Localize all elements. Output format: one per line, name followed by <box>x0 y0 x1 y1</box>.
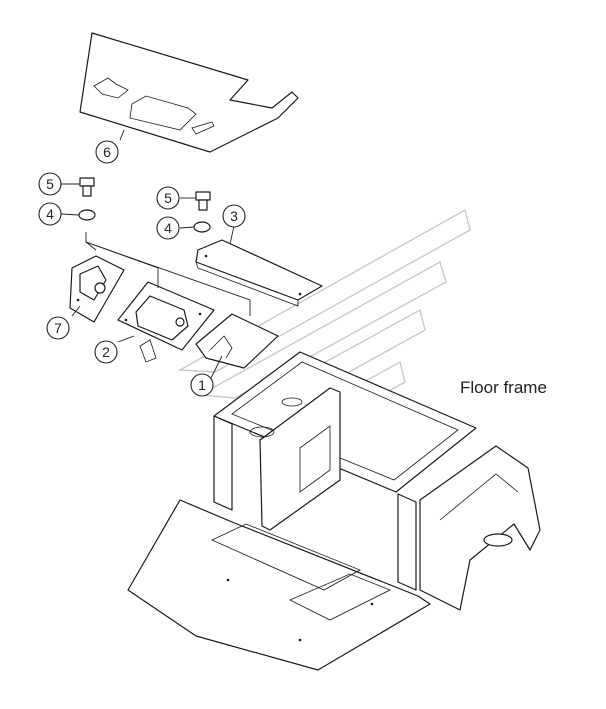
callout-4-left: 4 <box>38 202 62 226</box>
callout-5-right: 5 <box>156 186 180 210</box>
part-7-bracket <box>69 255 125 323</box>
washer-right <box>193 221 211 233</box>
svg-text:2: 2 <box>102 344 110 360</box>
part-6-top-panel <box>79 32 299 153</box>
part-3-cover-plate <box>195 239 323 307</box>
svg-text:6: 6 <box>103 144 111 160</box>
part-1-floor-frame <box>127 351 541 671</box>
callout-2: 2 <box>94 340 118 364</box>
callout-6: 6 <box>95 140 119 164</box>
bolt-right <box>195 191 211 211</box>
callout-1: 1 <box>190 373 214 397</box>
diagram-title: Floor frame <box>460 378 547 397</box>
svg-text:7: 7 <box>54 320 62 336</box>
part-2-mount <box>117 281 215 363</box>
washer-left <box>78 209 96 221</box>
svg-text:4: 4 <box>164 220 172 236</box>
callout-7: 7 <box>46 316 70 340</box>
callout-5-left: 5 <box>38 172 62 196</box>
callout-3: 3 <box>222 204 246 228</box>
callout-4-right: 4 <box>156 216 180 240</box>
leader-lines <box>60 129 251 381</box>
part-1-plate <box>195 313 279 369</box>
svg-text:3: 3 <box>230 208 238 224</box>
bolt-left <box>79 177 95 197</box>
svg-text:1: 1 <box>198 377 206 393</box>
svg-text:5: 5 <box>164 190 172 206</box>
svg-text:4: 4 <box>46 206 54 222</box>
svg-text:5: 5 <box>46 176 54 192</box>
